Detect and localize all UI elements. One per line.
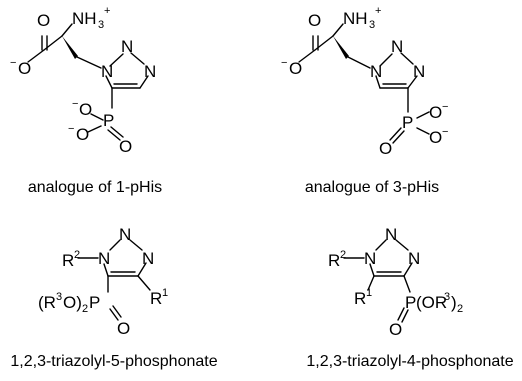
- atom-phosphorus: P: [405, 293, 416, 312]
- atom-phosphorus: P: [402, 113, 413, 132]
- charge-p-o-top: −: [72, 98, 78, 110]
- ester-mid: O): [63, 293, 82, 312]
- charge-p-o-right2: −: [442, 126, 448, 138]
- atom-amine: NH: [343, 9, 368, 28]
- atom-n2: N: [121, 37, 133, 56]
- substituent-r2-sup: 2: [340, 249, 346, 261]
- atom-p-o-left: O: [76, 125, 89, 144]
- atom-p-o-double: O: [119, 137, 132, 156]
- atom-p-o-right1: O: [429, 103, 442, 122]
- atom-n2: N: [391, 37, 403, 56]
- atom-n3: N: [142, 249, 154, 268]
- amine-subscript: 3: [369, 19, 375, 31]
- ester-sup: 3: [56, 291, 62, 303]
- substituent-r2: R: [328, 251, 340, 270]
- atom-p-o-double: O: [389, 320, 402, 339]
- ester-open: (OR: [416, 293, 447, 312]
- atom-n2: N: [385, 225, 397, 244]
- substituent-r1: R: [150, 289, 162, 308]
- structure-1-phis-analogue: O O − NH 3 + N N N P O − O − O analogue …: [10, 5, 162, 196]
- atom-carbonyl-o: O: [37, 11, 50, 30]
- atom-amine: NH: [72, 9, 97, 28]
- charge-p-o-right1: −: [442, 101, 448, 113]
- atom-p-o-double: O: [117, 319, 130, 338]
- atom-carboxylate-o: O: [289, 59, 302, 78]
- substituent-r1-sup: 1: [162, 287, 168, 299]
- ester-sub: 2: [82, 303, 88, 315]
- charge-carboxylate: −: [10, 57, 16, 69]
- atom-p-o-right2: O: [429, 128, 442, 147]
- caption-5-phosphonate: 1,2,3-triazolyl-5-phosphonate: [10, 353, 217, 370]
- ester-sup: 3: [444, 291, 450, 303]
- caption-1-phis: analogue of 1-pHis: [28, 179, 162, 196]
- substituent-r1-sup: 1: [366, 287, 372, 299]
- atom-phosphorus: P: [103, 111, 114, 130]
- atom-n1: N: [370, 62, 382, 81]
- atom-n3: N: [413, 62, 425, 81]
- atom-n1: N: [364, 249, 376, 268]
- atom-n1: N: [98, 249, 110, 268]
- atom-p-o-double: O: [379, 139, 392, 158]
- amine-charge: +: [104, 5, 110, 17]
- caption-4-phosphonate: 1,2,3-triazolyl-4-phosphonate: [306, 353, 513, 370]
- atom-n1: N: [101, 62, 113, 81]
- atom-n2: N: [119, 225, 131, 244]
- atom-phosphorus: P: [89, 293, 100, 312]
- structure-triazolyl-5-phosphonate: R 2 N N N R 1 (R 3 O) 2 P O 1,2,3-triazo…: [10, 225, 217, 370]
- atom-carboxylate-o: O: [18, 59, 31, 78]
- substituent-r2-sup: 2: [74, 249, 80, 261]
- substituent-r2: R: [62, 251, 74, 270]
- atom-carbonyl-o: O: [308, 11, 321, 30]
- atom-n3: N: [144, 62, 156, 81]
- atom-p-o-top: O: [79, 100, 92, 119]
- ester-close: ): [451, 293, 457, 312]
- amine-subscript: 3: [98, 19, 104, 31]
- ester-sub: 2: [457, 303, 463, 315]
- structure-triazolyl-4-phosphonate: R 2 N N N R 1 P (OR 3 ) 2 O 1,2,3-triazo…: [306, 225, 513, 370]
- charge-carboxylate: −: [281, 57, 287, 69]
- substituent-r1: R: [354, 289, 366, 308]
- structure-3-phis-analogue: O O − NH 3 + N N N P O − O − O analogue …: [281, 5, 448, 196]
- ester-open: (R: [38, 293, 56, 312]
- atom-n3: N: [408, 249, 420, 268]
- charge-p-o-left: −: [68, 123, 74, 135]
- caption-3-phis: analogue of 3-pHis: [305, 179, 439, 196]
- amine-charge: +: [375, 5, 381, 17]
